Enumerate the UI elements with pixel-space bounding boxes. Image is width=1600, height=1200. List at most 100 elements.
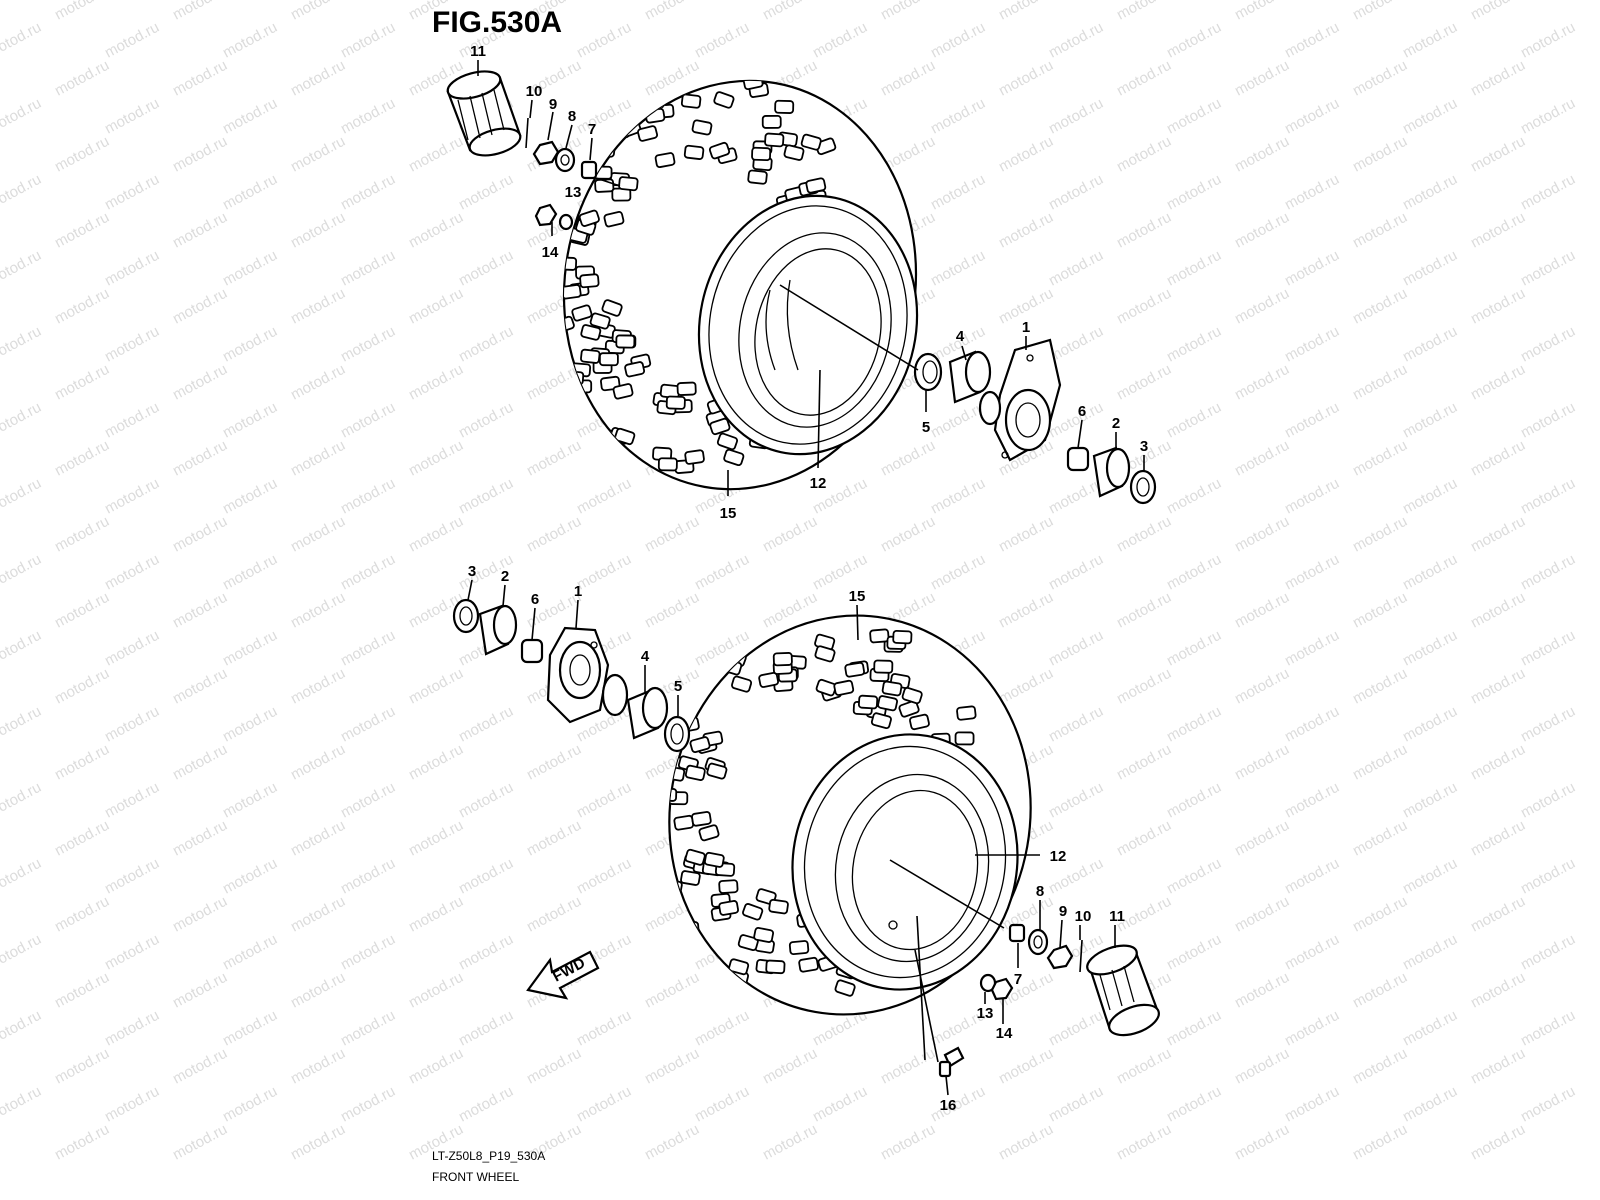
watermark-text: motod.ru bbox=[1468, 817, 1528, 860]
watermark-text: motod.ru bbox=[220, 475, 280, 518]
tread-lug bbox=[691, 811, 712, 827]
tread-lug bbox=[537, 277, 558, 292]
watermark-text: motod.ru bbox=[288, 741, 348, 784]
bottom-small-nut bbox=[990, 977, 1014, 1001]
tread-lug bbox=[709, 417, 731, 436]
watermark-text: motod.ru bbox=[996, 0, 1056, 24]
watermark-text: motod.ru bbox=[1114, 361, 1174, 404]
watermark-text: motod.ru bbox=[1164, 1007, 1224, 1050]
tread-lug bbox=[742, 903, 764, 921]
watermark-text: motod.ru bbox=[52, 57, 112, 100]
watermark-text: motod.ru bbox=[220, 1007, 280, 1050]
watermark-text: motod.ru bbox=[1282, 171, 1342, 214]
watermark-text: motod.ru bbox=[170, 1121, 230, 1164]
tread-lug bbox=[783, 144, 805, 161]
watermark-text: motod.ru bbox=[220, 19, 280, 62]
watermark-text: motod.ru bbox=[338, 779, 398, 822]
tread-lug bbox=[662, 878, 683, 895]
watermark-text: motod.ru bbox=[220, 627, 280, 670]
tread-lug bbox=[751, 146, 772, 162]
tread-lug bbox=[833, 679, 855, 696]
watermark-text: motod.ru bbox=[52, 893, 112, 936]
tread-lug bbox=[731, 675, 753, 693]
callout-top-14: 14 bbox=[542, 244, 559, 261]
watermark-text: motod.ru bbox=[0, 323, 44, 366]
watermark-text: motod.ru bbox=[1468, 437, 1528, 480]
top-washer bbox=[554, 147, 576, 173]
watermark-text: motod.ru bbox=[1046, 19, 1106, 62]
callout-bottom-2: 2 bbox=[501, 568, 509, 585]
watermark-text: motod.ru bbox=[1164, 95, 1224, 138]
watermark-text: motod.ru bbox=[1114, 57, 1174, 100]
top-castle-nut bbox=[532, 140, 560, 166]
watermark-text: motod.ru bbox=[338, 19, 398, 62]
watermark-text: motod.ru bbox=[220, 551, 280, 594]
watermark-text: motod.ru bbox=[338, 1007, 398, 1050]
watermark-text: motod.ru bbox=[1114, 665, 1174, 708]
watermark-text: motod.ru bbox=[574, 95, 634, 138]
callout-bottom-14: 14 bbox=[996, 1025, 1013, 1042]
watermark-text: motod.ru bbox=[338, 95, 398, 138]
watermark-text: motod.ru bbox=[170, 665, 230, 708]
watermark-text: motod.ru bbox=[0, 931, 44, 974]
top-collar bbox=[580, 160, 598, 180]
watermark-text: motod.ru bbox=[878, 57, 938, 100]
watermark-text: motod.ru bbox=[456, 1007, 516, 1050]
watermark-text: motod.ru bbox=[170, 1045, 230, 1088]
watermark-text: motod.ru bbox=[0, 95, 44, 138]
tread-lug bbox=[870, 712, 892, 730]
bottom-wheel-hub bbox=[546, 626, 629, 724]
tread-lug bbox=[800, 133, 822, 151]
watermark-text: motod.ru bbox=[1400, 171, 1460, 214]
tread-lug bbox=[758, 671, 779, 688]
watermark-text: motod.ru bbox=[456, 323, 516, 366]
watermark-text: motod.ru bbox=[220, 1083, 280, 1126]
watermark-text: motod.ru bbox=[1400, 779, 1460, 822]
watermark-text: motod.ru bbox=[1400, 323, 1460, 366]
tread-lug bbox=[578, 209, 600, 227]
watermark-text: motod.ru bbox=[52, 0, 112, 24]
bottom-castle-nut bbox=[1046, 944, 1074, 970]
watermark-text: motod.ru bbox=[52, 285, 112, 328]
watermark-text: motod.ru bbox=[996, 1121, 1056, 1164]
tread-lug bbox=[718, 879, 739, 894]
tread-lug bbox=[580, 324, 602, 341]
watermark-text: motod.ru bbox=[288, 1121, 348, 1164]
watermark-text: motod.ru bbox=[220, 779, 280, 822]
watermark-text: motod.ru bbox=[0, 171, 44, 214]
watermark-text: motod.ru bbox=[52, 1045, 112, 1088]
fwd-direction-arrow: FWD bbox=[526, 950, 600, 1000]
bottom-oil-seal bbox=[663, 715, 691, 753]
watermark-text: motod.ru bbox=[1518, 551, 1578, 594]
tread-lug bbox=[615, 334, 636, 349]
tread-lug bbox=[614, 427, 636, 446]
watermark-text: motod.ru bbox=[220, 855, 280, 898]
watermark-text: motod.ru bbox=[1114, 513, 1174, 556]
tread-lug bbox=[713, 91, 735, 109]
watermark-text: motod.ru bbox=[1400, 703, 1460, 746]
watermark-text: motod.ru bbox=[102, 171, 162, 214]
watermark-text: motod.ru bbox=[220, 703, 280, 746]
tread-lug bbox=[723, 448, 745, 467]
watermark-text: motod.ru bbox=[0, 627, 44, 670]
watermark-text: motod.ru bbox=[1350, 1045, 1410, 1088]
watermark-text: motod.ru bbox=[288, 209, 348, 252]
tread-lug bbox=[761, 114, 782, 129]
callout-bottom-13: 13 bbox=[977, 1005, 994, 1022]
watermark-text: motod.ru bbox=[170, 589, 230, 632]
watermark-text: motod.ru bbox=[1350, 437, 1410, 480]
watermark-text: motod.ru bbox=[524, 817, 584, 860]
callout-bottom-1: 1 bbox=[574, 583, 582, 600]
watermark-text: motod.ru bbox=[1282, 627, 1342, 670]
watermark-text: motod.ru bbox=[1350, 665, 1410, 708]
watermark-text: motod.ru bbox=[1400, 627, 1460, 670]
watermark-text: motod.ru bbox=[1468, 0, 1528, 24]
watermark-text: motod.ru bbox=[1518, 855, 1578, 898]
watermark-text: motod.ru bbox=[574, 19, 634, 62]
watermark-text: motod.ru bbox=[1114, 1045, 1174, 1088]
watermark-text: motod.ru bbox=[338, 171, 398, 214]
watermark-text: motod.ru bbox=[1350, 133, 1410, 176]
tread-lug bbox=[579, 273, 600, 289]
callout-bottom-16: 16 bbox=[940, 1097, 957, 1114]
